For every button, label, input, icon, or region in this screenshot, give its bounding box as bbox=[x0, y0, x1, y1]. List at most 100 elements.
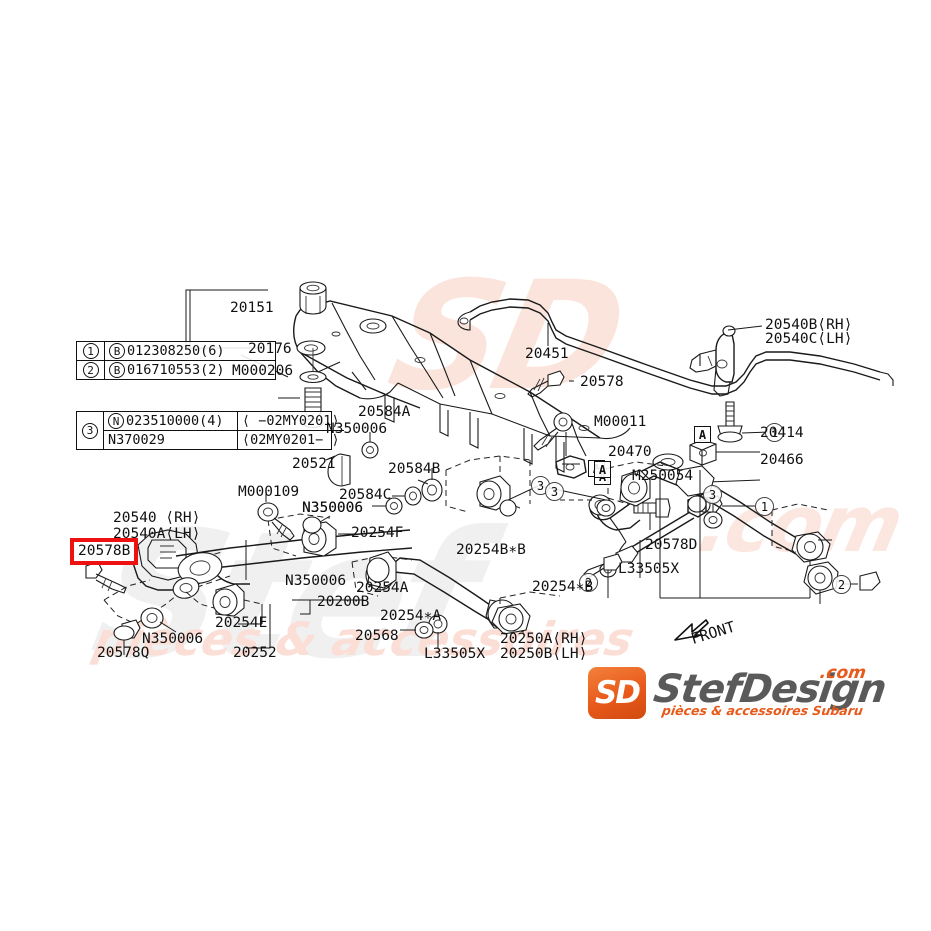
part-20451-stabilizer-bar bbox=[457, 298, 894, 395]
label-20151: 20151 bbox=[230, 300, 274, 316]
label-20250A: 20250A⟨RH⟩ bbox=[500, 631, 588, 647]
legend-index-cell: 2 bbox=[77, 361, 105, 379]
highlighted-part-number[interactable]: 20578B bbox=[70, 538, 139, 565]
part-20521-cap bbox=[327, 453, 351, 487]
legend-index-cell: 3 bbox=[77, 412, 104, 449]
label-20578D: 20578D bbox=[645, 537, 698, 553]
label-20540B: 20540B⟨RH⟩ bbox=[765, 317, 853, 333]
label-20466: 20466 bbox=[760, 452, 804, 468]
part-20584C-nut bbox=[392, 486, 422, 506]
legend-rows: N 023510000(4) ⟨ −02MY0201⟩ N370029 ⟨02M… bbox=[104, 412, 344, 449]
legend-code-cell: N 023510000(4) bbox=[104, 412, 238, 430]
legend-index-cell: 1 bbox=[77, 342, 105, 360]
legend-index-circle: 1 bbox=[82, 343, 99, 359]
label-20254BB: 20254B∗B bbox=[456, 542, 526, 558]
part-20584B-nut bbox=[421, 468, 443, 502]
section-mark-a-1: A bbox=[694, 426, 711, 443]
part-N350006-nut-584 bbox=[372, 497, 403, 515]
part-20578-bolt bbox=[527, 370, 565, 398]
label-L33505X-a: L33505X bbox=[424, 646, 486, 662]
callout-circle-1-upper: 1 bbox=[765, 423, 784, 442]
part-stabilizer-link-bolt-upper bbox=[717, 401, 769, 443]
part-M000109-bolt bbox=[257, 490, 295, 541]
callout-circle-2-left: 2 bbox=[579, 573, 598, 592]
label-N350006-b: N350006 bbox=[302, 500, 364, 516]
label-M000109: M000109 bbox=[238, 484, 300, 500]
legend-fastener-table-3: 3 N 023510000(4) ⟨ −02MY0201⟩ N370029 ⟨0… bbox=[76, 411, 344, 450]
callout-circle-3-right: 3 bbox=[703, 485, 722, 504]
label-20254sA: 20254∗A bbox=[380, 608, 442, 624]
label-M000206: M000206 bbox=[232, 363, 294, 379]
legend-code-cell: B 012308250(6) bbox=[105, 342, 275, 360]
logo-tagline: pièces & accessoires Subaru bbox=[660, 703, 864, 718]
legend-prefix-circle: N bbox=[108, 413, 124, 429]
label-20254sB: 20254∗B bbox=[532, 579, 594, 595]
part-20578Q-bolt bbox=[113, 619, 141, 655]
label-20252: 20252 bbox=[233, 645, 277, 661]
legend-code-text: 012308250(6) bbox=[127, 343, 225, 359]
part-20584A-bracket bbox=[555, 432, 587, 479]
logo-badge-text: SD bbox=[594, 674, 641, 711]
label-20584C: 20584C bbox=[339, 487, 392, 503]
part-20540-trailing-arm bbox=[103, 529, 413, 625]
label-20254A: 20254A bbox=[356, 580, 409, 596]
brand-logo[interactable]: SD StefDesign .com pièces & accessoires … bbox=[588, 663, 888, 725]
label-20584A: 20584A bbox=[358, 404, 411, 420]
label-N350006-c: N350006 bbox=[302, 500, 364, 516]
label-M00011: M00011 bbox=[594, 414, 647, 430]
label-20540C: 20540C⟨LH⟩ bbox=[765, 331, 853, 347]
legend-code-cell: N370029 bbox=[104, 431, 238, 449]
part-20540B-bracket bbox=[689, 325, 736, 397]
legend-range-cell: ⟨ −02MY0201⟩ bbox=[242, 413, 340, 429]
part-20176-washer bbox=[299, 370, 327, 384]
callout-circle-2-right: 2 bbox=[832, 575, 851, 594]
section-mark-a-4: A bbox=[594, 461, 611, 478]
front-direction-arrow bbox=[674, 619, 709, 641]
legend-row: N370029 ⟨02MY0201− ⟩ bbox=[104, 431, 344, 449]
label-20451: 20451 bbox=[525, 346, 569, 362]
logo-badge-icon: SD bbox=[588, 667, 646, 719]
label-20521: 20521 bbox=[292, 456, 336, 472]
part-N350006-nut-left bbox=[140, 607, 177, 633]
legend-prefix-circle: B bbox=[109, 362, 125, 378]
label-20568: 20568 bbox=[355, 628, 399, 644]
part-20578B-bolt bbox=[85, 548, 127, 594]
part-N350006-nut-centre bbox=[302, 515, 331, 534]
legend-code-cell: B 016710553(2) bbox=[105, 361, 275, 379]
part-20254E-bush bbox=[212, 583, 271, 649]
legend-code-text: N370029 bbox=[108, 432, 165, 448]
label-20254E: 20254E bbox=[215, 615, 268, 631]
label-20584B: 20584B bbox=[388, 461, 441, 477]
legend-code-text: 023510000(4) bbox=[126, 413, 224, 429]
label-20250B: 20250B⟨LH⟩ bbox=[500, 646, 588, 662]
part-20254sA-bush bbox=[491, 603, 531, 635]
label-20470: 20470 bbox=[608, 444, 652, 460]
legend-code-text: 016710553(2) bbox=[127, 362, 225, 378]
label-20414: 20414 bbox=[760, 425, 804, 441]
part-bolt-circled-2-right bbox=[583, 553, 623, 579]
part-N350006-nut-584a bbox=[361, 432, 379, 459]
label-N350006-e: N350006 bbox=[285, 573, 347, 589]
legend-prefix-circle: B bbox=[109, 343, 125, 359]
part-nut-circled-3-lower bbox=[499, 485, 539, 517]
part-20254sB-bush bbox=[803, 561, 839, 604]
legend-index-circle: 2 bbox=[82, 362, 99, 378]
callout-circle-3-mid: 3 bbox=[545, 482, 564, 501]
label-M250054: M250054 bbox=[632, 468, 694, 484]
legend-row: 1 B 012308250(6) bbox=[77, 342, 275, 361]
callout-circle-1-lower: 1 bbox=[755, 497, 774, 516]
label-N350006-d: N350006 bbox=[142, 631, 204, 647]
part-20151-bush bbox=[299, 281, 327, 315]
legend-range-cell: ⟨02MY0201− ⟩ bbox=[242, 432, 340, 448]
legend-row: N 023510000(4) ⟨ −02MY0201⟩ bbox=[104, 412, 344, 431]
legend-index-circle: 3 bbox=[82, 422, 98, 439]
part-20578D-link bbox=[599, 495, 707, 578]
part-20568-nut bbox=[400, 621, 434, 639]
label-20578Q: 20578Q bbox=[97, 645, 150, 661]
label-20578: 20578 bbox=[580, 374, 624, 390]
label-20176: 20176 bbox=[248, 341, 292, 357]
label-20540RH: 20540 ⟨RH⟩ bbox=[113, 510, 201, 526]
logo-dotcom: .com bbox=[818, 663, 868, 683]
legend-fastener-table-1: 1 B 012308250(6) 2 B 016710553(2) bbox=[76, 341, 276, 380]
